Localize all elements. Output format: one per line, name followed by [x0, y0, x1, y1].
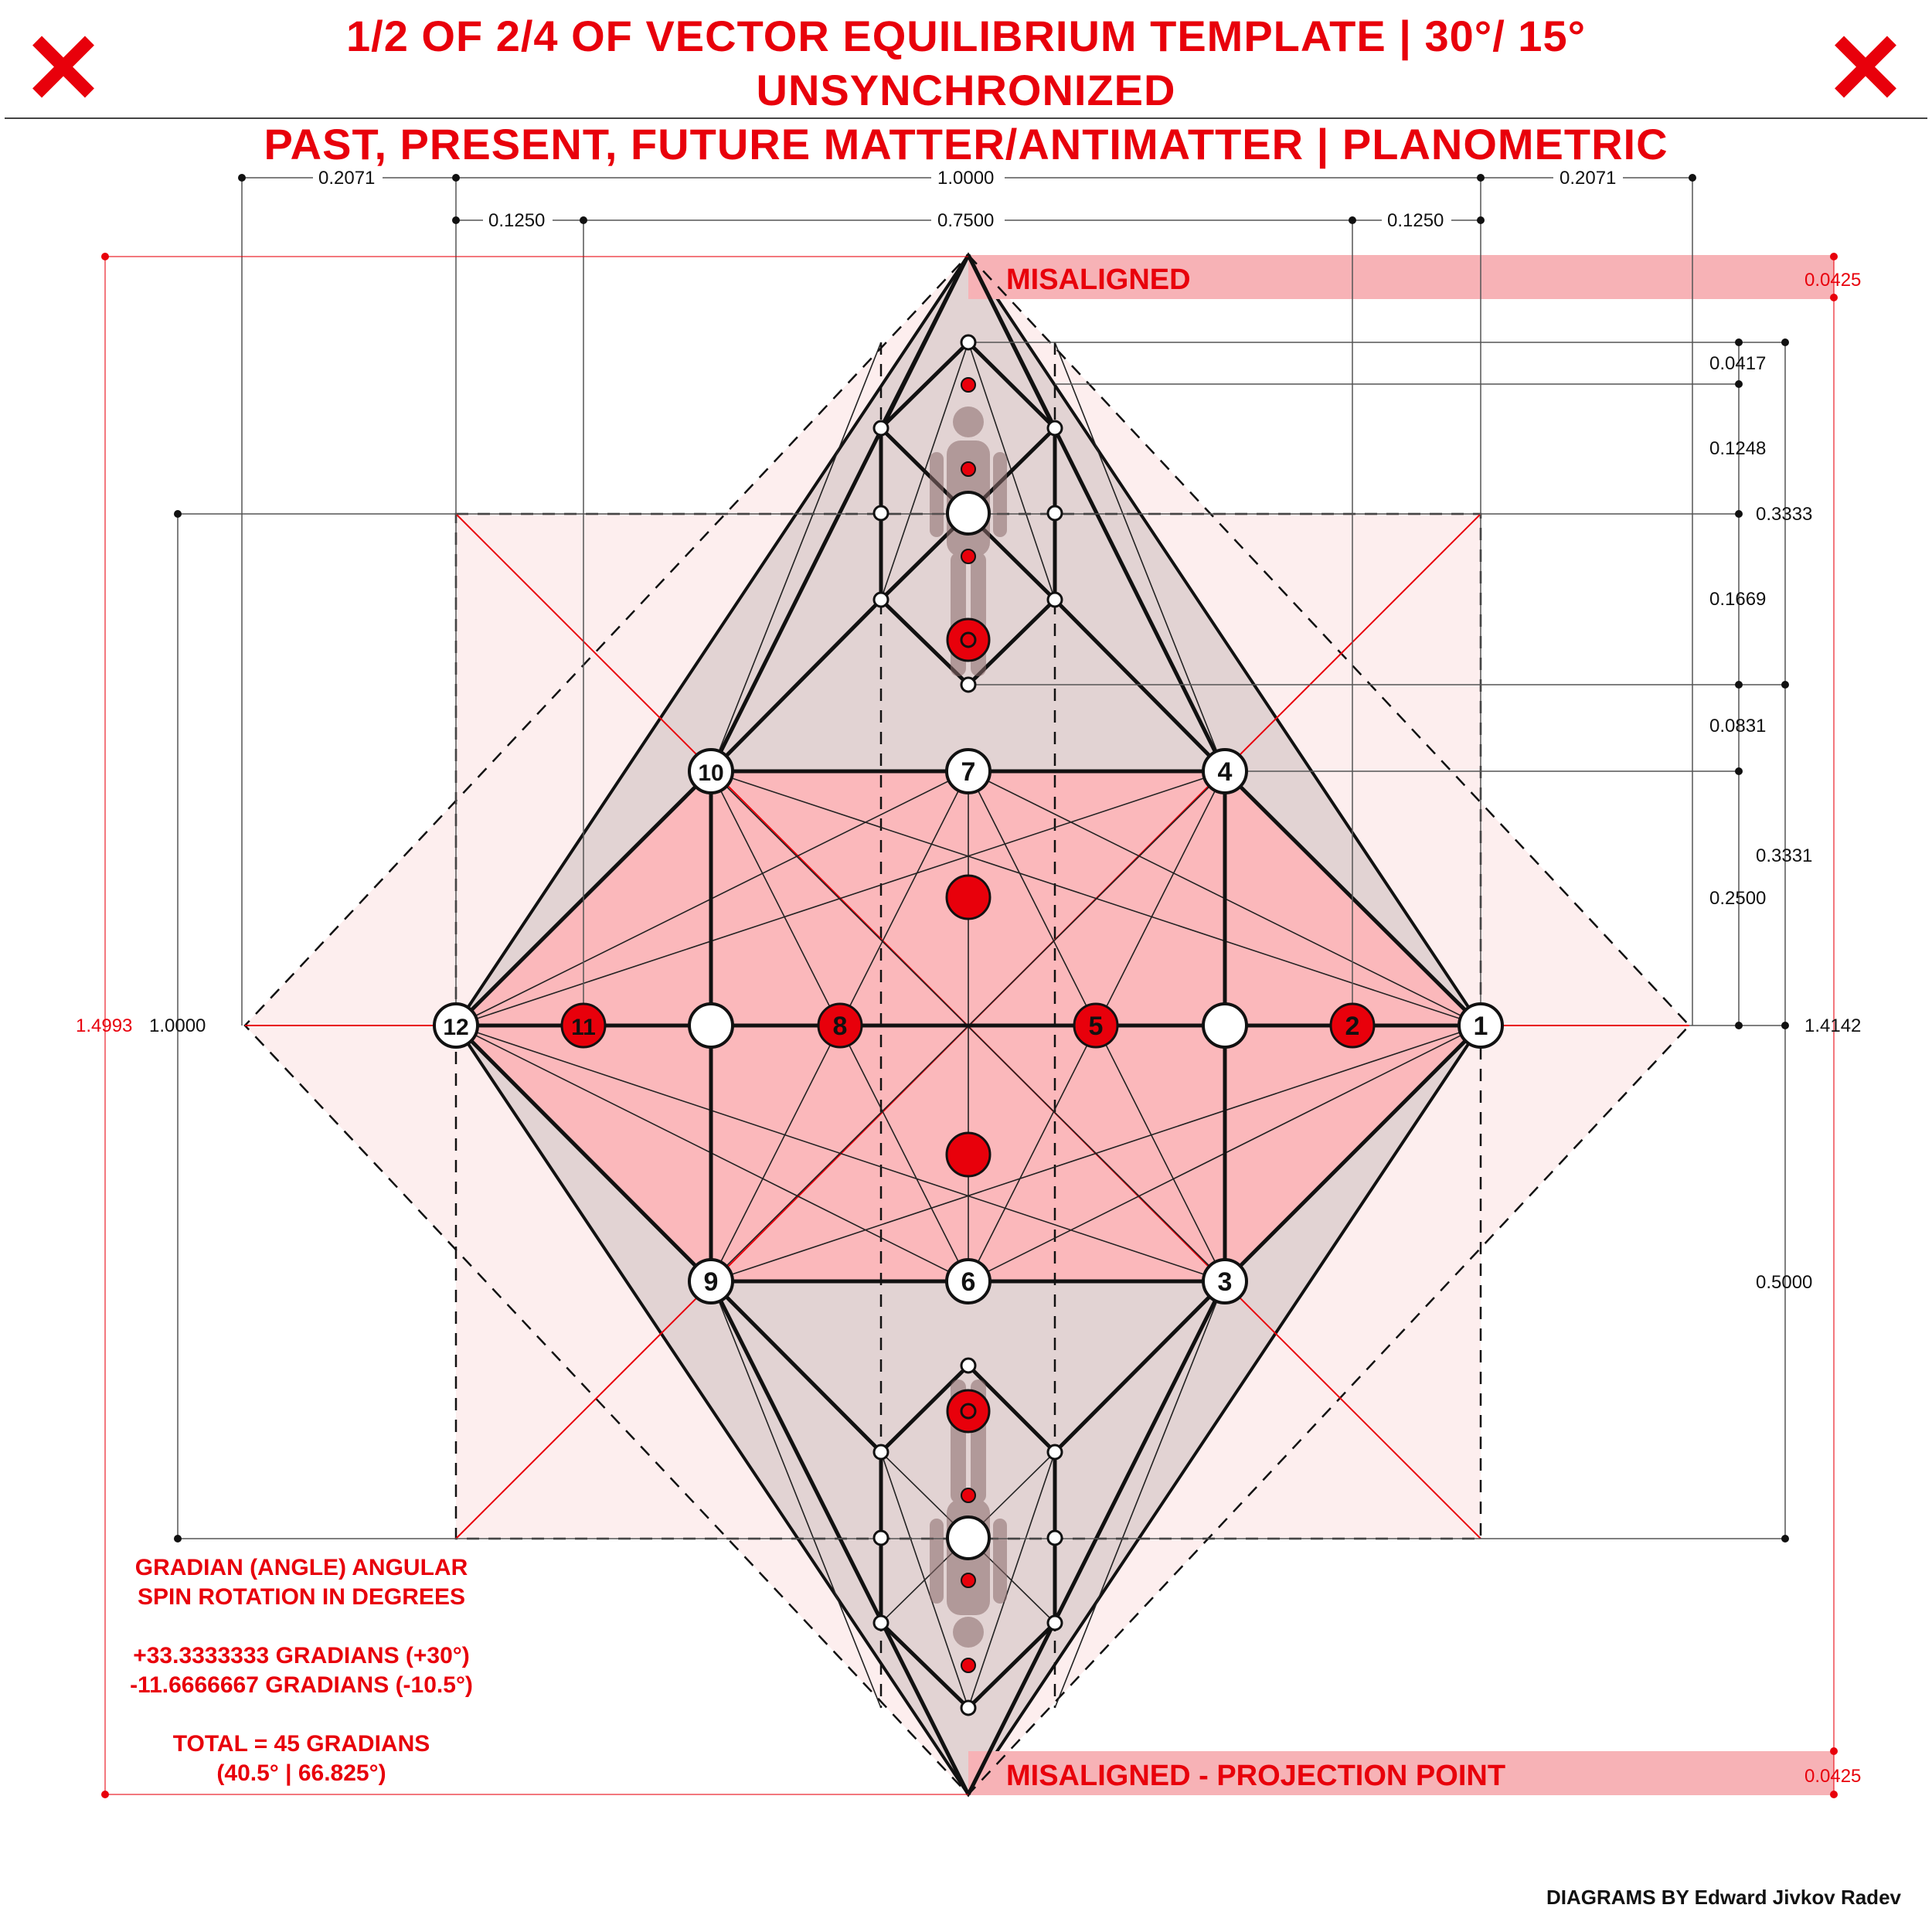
node-12[interactable]: 12	[433, 1002, 479, 1049]
node-8-label: 8	[833, 1012, 848, 1041]
misaligned-top-band	[968, 255, 1834, 299]
node-4-label: 4	[1218, 757, 1233, 787]
node-2[interactable]: 2	[1329, 1002, 1376, 1049]
notes-line-4: -11.6666667 GRADIANS (-10.5°)	[130, 1672, 473, 1698]
node-10-label: 10	[698, 760, 723, 786]
dim-left-total-black: 1.0000	[149, 1015, 206, 1036]
node-1-label: 1	[1474, 1012, 1488, 1041]
dimension-tick-dots	[174, 174, 1789, 1543]
dim-top-left-2: 0.1250	[488, 210, 545, 231]
page-title: 1/2 OF 2/4 OF VECTOR EQUILIBRIUM TEMPLAT…	[139, 9, 1793, 172]
misaligned-bottom-band	[968, 1751, 1834, 1795]
node-7[interactable]: 7	[945, 748, 992, 794]
node-3[interactable]: 3	[1202, 1258, 1248, 1304]
dim-top-center-2: 0.7500	[937, 210, 994, 231]
title-line-2: PAST, PRESENT, FUTURE MATTER/ANTIMATTER …	[264, 120, 1668, 168]
notes-line-2: SPIN ROTATION IN DEGREES	[138, 1584, 465, 1610]
misaligned-top-offset: 0.0425	[1804, 270, 1861, 291]
misaligned-top-label: MISALIGNED	[1006, 264, 1191, 296]
dim-right-5000: 0.5000	[1756, 1272, 1812, 1293]
node-5[interactable]: 5	[1073, 1002, 1119, 1049]
red-dimension-lines	[104, 256, 1835, 1795]
node-12-label: 12	[443, 1015, 468, 1040]
dimension-lines	[177, 177, 1786, 1539]
node-9[interactable]: 9	[688, 1258, 734, 1304]
dim-right-0831: 0.0831	[1709, 716, 1766, 736]
dim-top-right-2: 0.1250	[1387, 210, 1444, 231]
dimension-labels: 0.2071 1.0000 0.2071 0.1250 0.7500 0.125…	[76, 167, 1861, 1293]
node-2-label: 2	[1345, 1012, 1360, 1041]
dim-top-right-1: 0.2071	[1560, 168, 1616, 189]
node-4[interactable]: 4	[1202, 748, 1248, 794]
notes-line-5: TOTAL = 45 GRADIANS	[172, 1731, 430, 1757]
footer-credit: DIAGRAMS BY Edward Jivkov Radev	[1546, 1886, 1901, 1909]
notes-spacer-2	[108, 1700, 495, 1730]
center-nodes	[688, 874, 1248, 1178]
dim-right-3333: 0.3333	[1756, 504, 1812, 525]
node-10[interactable]: 10	[688, 748, 734, 794]
node-9-label: 9	[704, 1267, 719, 1297]
numbered-nodes: 1 2 3 4 5 6 7 8 9 10 11 12	[433, 748, 1504, 1304]
dim-top-center-1: 1.0000	[937, 168, 994, 189]
node-6-label: 6	[961, 1267, 976, 1297]
notes-spacer-1	[108, 1612, 495, 1641]
notes-line-6: (40.5° | 66.825°)	[216, 1760, 386, 1786]
node-5-label: 5	[1089, 1012, 1104, 1041]
dim-left-total-red: 1.4993	[76, 1015, 132, 1036]
node-7-label: 7	[961, 757, 976, 787]
dim-right-1669: 0.1669	[1709, 589, 1766, 610]
misaligned-bottom-offset: 0.0425	[1804, 1766, 1861, 1787]
node-11[interactable]: 11	[560, 1002, 607, 1049]
node-3-label: 3	[1218, 1267, 1233, 1297]
red-dimension-dots	[101, 253, 1838, 1798]
gradian-notes: GRADIAN (ANGLE) ANGULAR SPIN ROTATION IN…	[108, 1553, 495, 1788]
node-11-label: 11	[571, 1015, 596, 1040]
dim-right-2500: 0.2500	[1709, 888, 1766, 909]
node-6[interactable]: 6	[945, 1258, 992, 1304]
small-nodes	[872, 334, 1063, 1716]
misaligned-bottom-label: MISALIGNED - PROJECTION POINT	[1006, 1760, 1505, 1792]
notes-line-3: +33.3333333 GRADIANS (+30°)	[133, 1643, 470, 1668]
dim-right-1248: 0.1248	[1709, 438, 1766, 459]
notes-line-1: GRADIAN (ANGLE) ANGULAR	[134, 1555, 468, 1580]
dim-right-3331: 0.3331	[1756, 845, 1812, 866]
misaligned-bands: MISALIGNED MISALIGNED - PROJECTION POINT…	[968, 255, 1861, 1795]
title-divider	[5, 117, 1927, 119]
dim-right-0417: 0.0417	[1709, 353, 1766, 374]
dim-right-total: 1.4142	[1804, 1015, 1861, 1036]
node-8[interactable]: 8	[817, 1002, 863, 1049]
node-1[interactable]: 1	[1458, 1002, 1504, 1049]
title-line-1: 1/2 OF 2/4 OF VECTOR EQUILIBRIUM TEMPLAT…	[345, 12, 1586, 114]
dim-top-left-1: 0.2071	[318, 168, 375, 189]
